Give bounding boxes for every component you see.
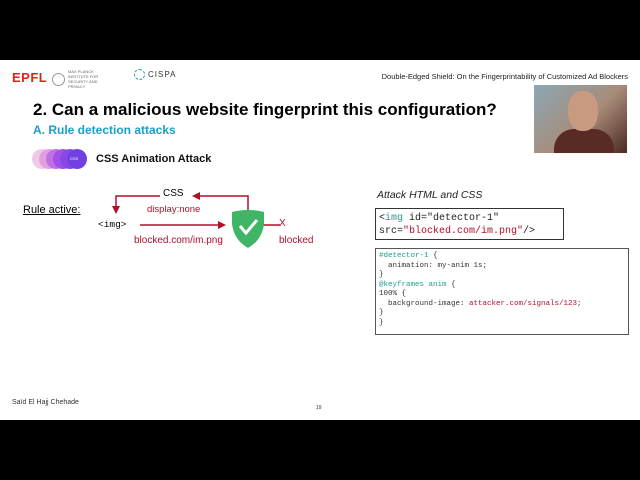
diagram-arrows xyxy=(112,192,280,248)
epfl-logo: EPFL xyxy=(12,70,48,85)
x-mark: X xyxy=(279,218,286,229)
mpi-logo: MAX PLANCK INSTITUTE FOR SECURITY AND PR… xyxy=(52,69,108,89)
slide-subtitle: A. Rule detection attacks xyxy=(33,123,176,137)
slide-title: 2. Can a malicious website fingerprint t… xyxy=(33,100,497,119)
author: Saïd El Hajj Chehade xyxy=(12,399,79,406)
css-code-block: #detector-1 { animation: my-anim 1s; } @… xyxy=(375,248,629,335)
css-label: CSS xyxy=(163,188,184,199)
img-tag: <img> xyxy=(98,219,127,230)
rule-active-label: Rule active: xyxy=(23,204,81,216)
code-heading: Attack HTML and CSS xyxy=(377,189,483,201)
attack-badge: CSS xyxy=(32,149,87,169)
blocked-label: blocked xyxy=(279,235,314,246)
html-code-block: <img id="detector-1"src="blocked.com/im.… xyxy=(375,208,564,240)
page-number: 19 xyxy=(316,405,322,411)
display-none-label: display:none xyxy=(147,204,201,215)
paper-title: Double-Edged Shield: On the Fingerprinta… xyxy=(381,72,628,81)
attack-name: CSS Animation Attack xyxy=(96,153,212,165)
presenter-video xyxy=(534,85,627,153)
url-label: blocked.com/im.png xyxy=(134,235,223,246)
cispa-logo: CISPA xyxy=(134,69,176,80)
slide: EPFL MAX PLANCK INSTITUTE FOR SECURITY A… xyxy=(0,60,640,420)
